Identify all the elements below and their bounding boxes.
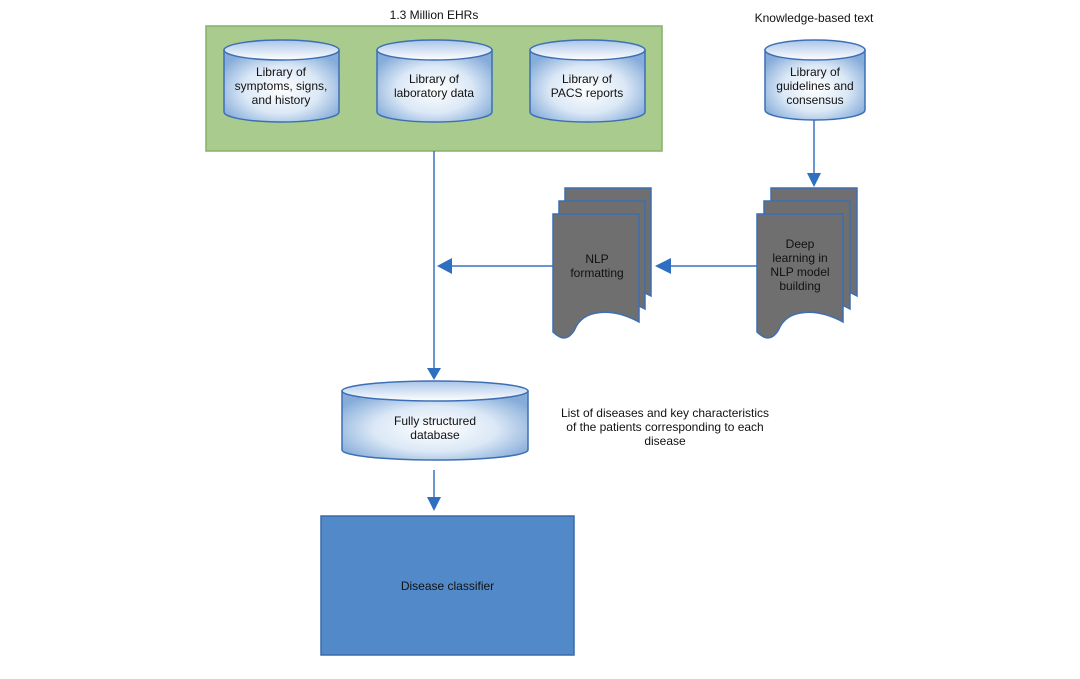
cylinder-lab[interactable] [376, 39, 493, 123]
edges [427, 120, 821, 511]
arrowhead-left-nlp [655, 258, 671, 274]
cylinder-body [376, 49, 493, 123]
arrowhead-down-database [427, 368, 441, 380]
document-stacks [552, 187, 858, 339]
cylinder-symptoms[interactable] [223, 39, 340, 123]
cylinder-structured-db[interactable] [341, 380, 529, 461]
cylinder-guidelines[interactable] [764, 39, 866, 121]
document-page [756, 213, 844, 339]
cylinder-top [341, 380, 529, 402]
node-classifier-label: Disease classifier [400, 579, 495, 593]
arrowhead-down-deeplearning [807, 173, 821, 187]
document-page [552, 213, 640, 339]
classifier-box[interactable] [320, 515, 575, 656]
doc-stack-deep-learning[interactable] [756, 187, 858, 339]
disease-list-annotation: List of diseases and key characteristics… [560, 406, 770, 448]
arrowhead-left-ehr-line [437, 258, 452, 274]
cylinder-body [341, 390, 529, 461]
cylinder-body [764, 49, 866, 121]
cylinder-top [529, 39, 646, 61]
cylinder-pacs[interactable] [529, 39, 646, 123]
cylinder-top [223, 39, 340, 61]
cylinders [223, 39, 866, 461]
doc-stack-nlp-formatting[interactable] [552, 187, 652, 339]
cylinder-top [764, 39, 866, 61]
cylinder-body [223, 49, 340, 123]
knowledge-group-label: Knowledge-based text [754, 11, 874, 25]
arrowhead-down-classifier [427, 497, 441, 511]
cylinder-body [529, 49, 646, 123]
cylinder-top [376, 39, 493, 61]
ehr-group-label: 1.3 Million EHRs [389, 8, 479, 22]
